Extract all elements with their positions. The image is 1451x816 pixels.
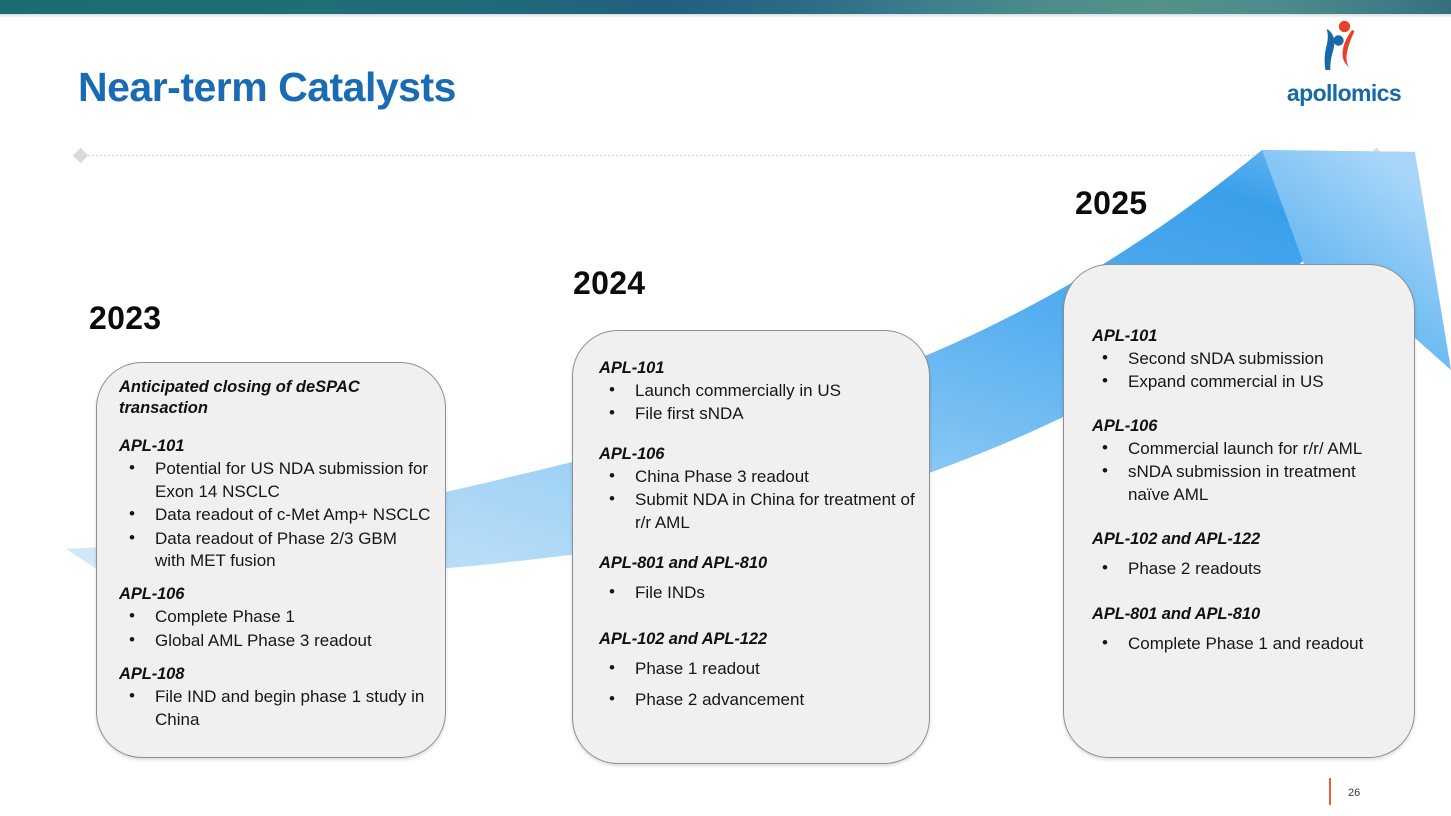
program-group: APL-101 Potential for US NDA submission … — [119, 437, 431, 572]
list-item: File IND and begin phase 1 study in Chin… — [119, 685, 431, 731]
program-heading: APL-106 — [599, 444, 665, 463]
list-item: Submit NDA in China for treatment of r/r… — [599, 488, 915, 534]
catalyst-card-2025[interactable]: APL-101 Second sNDA submission Expand co… — [1063, 264, 1415, 758]
list-item: Phase 1 readout — [599, 657, 915, 680]
list-item: sNDA submission in treatment naïve AML — [1092, 460, 1400, 506]
program-bullets: China Phase 3 readout Submit NDA in Chin… — [599, 465, 915, 534]
year-label-2023: 2023 — [89, 300, 162, 336]
list-item: Phase 2 advancement — [599, 688, 915, 711]
program-heading: APL-108 — [119, 665, 185, 684]
program-bullets: File INDs — [599, 581, 915, 604]
list-item: Data readout of c-Met Amp+ NSCLC — [119, 503, 431, 526]
year-label-2025: 2025 — [1075, 185, 1148, 221]
year-label-2024: 2024 — [573, 265, 646, 301]
card-content-2024: APL-101 Launch commercially in US File f… — [573, 331, 929, 763]
list-item: Complete Phase 1 — [119, 605, 431, 628]
program-heading: APL-106 — [119, 585, 185, 604]
program-group: APL-801 and APL-810 File INDs — [599, 554, 915, 604]
program-heading: APL-801 and APL-810 — [1092, 604, 1261, 623]
guide-handle-right — [1368, 147, 1385, 164]
guide-line — [80, 155, 1376, 156]
list-item: File INDs — [599, 581, 915, 604]
program-group: APL-102 and APL-122 Phase 1 readout Phas… — [599, 630, 915, 712]
footer-accent-rule — [1329, 778, 1331, 805]
program-heading: APL-801 and APL-810 — [599, 554, 768, 573]
list-item: Data readout of Phase 2/3 GBM with MET f… — [119, 527, 431, 573]
program-bullets: Phase 1 readout Phase 2 advancement — [599, 657, 915, 712]
program-heading: APL-106 — [1092, 416, 1158, 435]
list-item: Potential for US NDA submission for Exon… — [119, 457, 431, 503]
list-item: Complete Phase 1 and readout — [1092, 632, 1400, 655]
list-item: Phase 2 readouts — [1092, 557, 1400, 580]
program-group: APL-102 and APL-122 Phase 2 readouts — [1092, 530, 1400, 580]
guide-handle-left — [72, 147, 89, 164]
program-bullets: Complete Phase 1 Global AML Phase 3 read… — [119, 605, 431, 652]
card-content-2025: APL-101 Second sNDA submission Expand co… — [1064, 265, 1414, 757]
card-intro-2023: Anticipated closing of deSPAC transactio… — [119, 378, 360, 418]
program-bullets: Phase 2 readouts — [1092, 557, 1400, 580]
program-group: APL-101 Second sNDA submission Expand co… — [1092, 327, 1400, 394]
program-bullets: Potential for US NDA submission for Exon… — [119, 457, 431, 573]
list-item: Global AML Phase 3 readout — [119, 629, 431, 652]
program-group: APL-108 File IND and begin phase 1 study… — [119, 665, 431, 731]
program-bullets: Commercial launch for r/r/ AML sNDA subm… — [1092, 437, 1400, 506]
top-banner-shadow — [0, 14, 1451, 18]
program-group: APL-106 Complete Phase 1 Global AML Phas… — [119, 585, 431, 652]
list-item: Commercial launch for r/r/ AML — [1092, 437, 1400, 460]
program-heading: APL-102 and APL-122 — [599, 629, 768, 648]
apollomics-wordmark: apollomics — [1286, 80, 1402, 106]
list-item: China Phase 3 readout — [599, 465, 915, 488]
apollomics-logo: apollomics — [1284, 18, 1404, 106]
page-number: 26 — [1348, 787, 1361, 799]
page-title: Near-term Catalysts — [78, 64, 456, 110]
list-item: File first sNDA — [599, 402, 915, 425]
program-heading: APL-101 — [1092, 327, 1158, 345]
program-heading: APL-101 — [119, 437, 185, 456]
catalyst-card-2024[interactable]: APL-101 Launch commercially in US File f… — [572, 330, 930, 764]
apollomics-logo-mark — [1324, 20, 1355, 70]
list-item: Second sNDA submission — [1092, 347, 1400, 370]
program-group: APL-106 Commercial launch for r/r/ AML s… — [1092, 417, 1400, 506]
card-content-2023: Anticipated closing of deSPAC transactio… — [97, 363, 445, 757]
catalyst-card-2023[interactable]: Anticipated closing of deSPAC transactio… — [96, 362, 446, 758]
top-banner-gradient — [0, 0, 1451, 14]
list-item: Expand commercial in US — [1092, 370, 1400, 393]
program-heading: APL-102 and APL-122 — [1092, 530, 1261, 549]
program-group: APL-101 Launch commercially in US File f… — [599, 359, 915, 426]
program-group: APL-801 and APL-810 Complete Phase 1 and… — [1092, 605, 1400, 655]
program-heading: APL-101 — [599, 359, 665, 377]
list-item: Launch commercially in US — [599, 379, 915, 402]
program-bullets: Launch commercially in US File first sND… — [599, 379, 915, 426]
program-bullets: Complete Phase 1 and readout — [1092, 632, 1400, 655]
program-group: APL-106 China Phase 3 readout Submit NDA… — [599, 445, 915, 534]
program-bullets: Second sNDA submission Expand commercial… — [1092, 347, 1400, 394]
program-bullets: File IND and begin phase 1 study in Chin… — [119, 685, 431, 731]
